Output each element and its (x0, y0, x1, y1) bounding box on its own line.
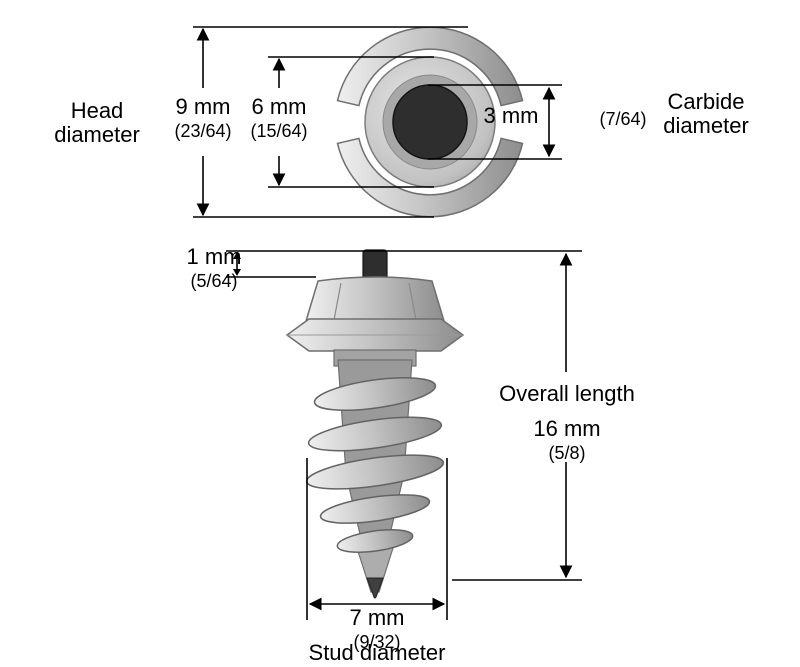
hex-head (304, 276, 446, 322)
tip-height-1mm-dimension (226, 250, 582, 278)
thread-coil-4 (319, 494, 431, 524)
head-diameter-9mm-dimension (193, 26, 468, 218)
stud-diameter-7mm-dimension (306, 458, 448, 620)
inner-diameter-6mm-dimension (268, 56, 434, 188)
stud-diameter-value: 7 mm (9/32) (349, 605, 405, 653)
stud-diameter-label: Stud diameter (308, 640, 446, 665)
overall-length-value: 16 mm (5/8) (533, 416, 601, 464)
thread-coil-1 (313, 376, 437, 412)
hex-head-facet-left (333, 282, 342, 321)
carbide-diameter-3mm-dimension (428, 84, 562, 160)
stud-top-view (336, 26, 524, 218)
carbide-pin-circle (392, 84, 468, 160)
hex-head-facet-right (408, 282, 417, 321)
stud-side-view (285, 249, 465, 599)
head-diameter-value: 9 mm (23/64) (174, 94, 232, 142)
thread-coil-2 (307, 416, 443, 452)
carbide-diameter-label: Carbide diameter (663, 89, 749, 138)
head-diameter-label: Head diameter (54, 98, 140, 147)
tip-height-value: 1 mm (5/64) (186, 244, 242, 292)
thread-coil-5 (336, 529, 414, 553)
overall-length-label: Overall length (499, 381, 635, 406)
head-outer-arc-bottom (336, 137, 524, 218)
carbide-diameter-value-frac: (7/64) (599, 109, 647, 129)
carbide-diameter-value-mm: 3 mm (483, 103, 539, 128)
inner-diameter-value: 6 mm (15/64) (250, 94, 308, 142)
overall-length-16mm-dimension (452, 252, 582, 581)
